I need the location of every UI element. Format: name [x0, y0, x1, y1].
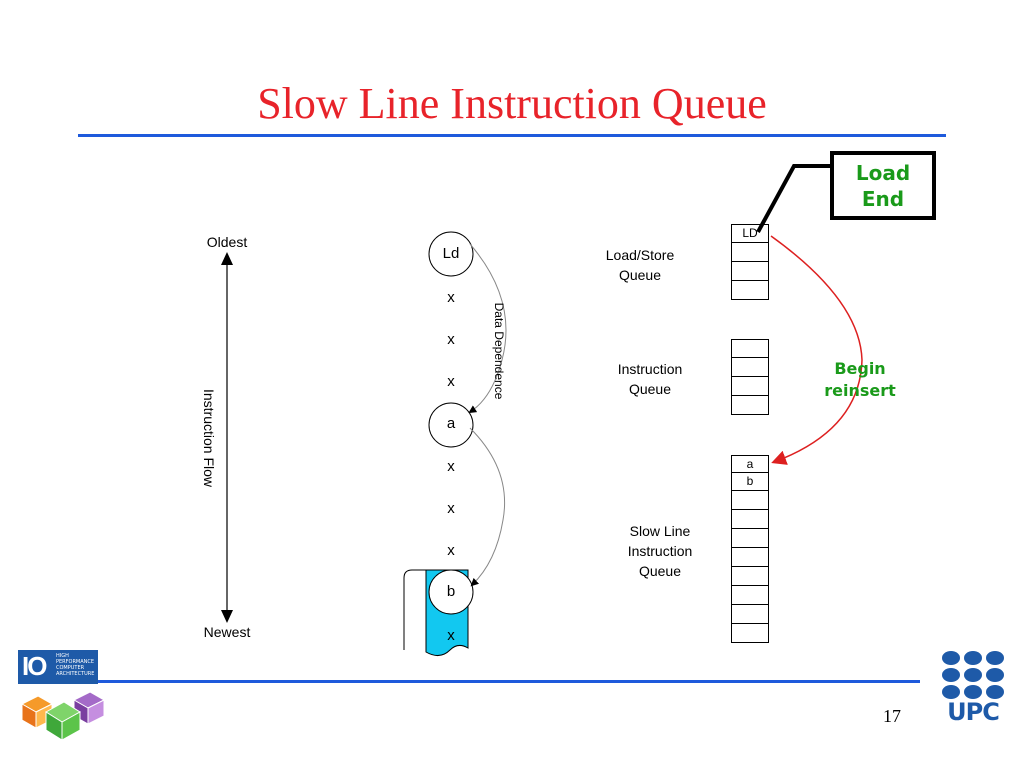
- footer-rule: [95, 680, 920, 683]
- iq-cell: [731, 395, 769, 415]
- hpc-logo-cubes: [20, 691, 106, 740]
- upc-logo-text: UPC: [947, 698, 1000, 726]
- node-a-circle: [428, 402, 474, 448]
- iq-cell: [731, 376, 769, 396]
- lsq-cell-ld: LD: [731, 224, 769, 243]
- seq-item-x: x: [447, 289, 455, 306]
- lsq-cell: [731, 242, 769, 262]
- seq-item-x: x: [447, 373, 455, 390]
- iq-cell: [731, 339, 769, 358]
- title-rule: [78, 134, 946, 137]
- seq-item-ld: Ld: [442, 245, 460, 262]
- lsq-cell: [731, 280, 769, 300]
- page-number: 17: [883, 706, 901, 726]
- slq-cell: [731, 547, 769, 567]
- hpc-logo-banner: IO HIGH PERFORMANCE COMPUTER ARCHITECTUR…: [18, 650, 98, 684]
- iq-cell: [731, 357, 769, 377]
- load-store-queue-label: Load/Store Queue: [605, 247, 675, 283]
- slide-title: Slow Line Instruction Queue: [257, 79, 767, 128]
- slq-cell-b: b: [731, 472, 769, 491]
- load-end-connector: [756, 164, 830, 233]
- instruction-queue-label: Instruction Queue: [617, 361, 683, 397]
- load-end-callout: Load End: [830, 151, 936, 220]
- slq-cell: [731, 585, 769, 605]
- dependence-label: Data Dependence: [492, 302, 506, 400]
- flow-axis-arrow: [221, 252, 233, 623]
- slow-line-queue-label: Slow Line Instruction Queue: [627, 523, 693, 579]
- seq-item-b: b: [446, 583, 456, 600]
- slq-cell: [731, 490, 769, 510]
- dependence-arc-a-to-b: [469, 427, 506, 587]
- slq-cell: [731, 509, 769, 529]
- node-ld-circle: [428, 231, 474, 277]
- seq-item-x: x: [447, 458, 455, 475]
- load-end-text: Load End: [855, 161, 911, 211]
- begin-reinsert-label: Begin reinsert: [824, 359, 896, 400]
- dependence-arc-ld-to-a: [468, 243, 507, 414]
- seq-item-x: x: [447, 627, 455, 644]
- flow-bottom-label: Newest: [203, 624, 251, 640]
- hpc-logo-caption: HIGH PERFORMANCE COMPUTER ARCHITECTURE: [56, 653, 95, 677]
- slq-cell-a: a: [731, 455, 769, 473]
- seq-item-x: x: [447, 500, 455, 517]
- reinsert-arrow: [770, 235, 863, 465]
- node-b-circle: [428, 569, 474, 615]
- lsq-cell: [731, 261, 769, 281]
- slq-cell: [731, 604, 769, 624]
- hpc-logo-mark: IO: [22, 651, 47, 681]
- upc-logo-dots: [942, 651, 1004, 699]
- seq-item-x: x: [447, 331, 455, 348]
- slq-cell: [731, 623, 769, 643]
- seq-item-x: x: [447, 542, 455, 559]
- instruction-sequence: Ld x x x a x x x b x: [421, 0, 481, 768]
- slq-cell: [731, 528, 769, 548]
- seq-item-a: a: [446, 415, 456, 432]
- slq-cell: [731, 566, 769, 586]
- flow-top-label: Oldest: [206, 234, 248, 250]
- upc-logo: UPC: [936, 650, 1008, 726]
- hpc-logo: IO HIGH PERFORMANCE COMPUTER ARCHITECTUR…: [18, 650, 110, 742]
- flow-axis-label: Instruction Flow: [201, 388, 217, 488]
